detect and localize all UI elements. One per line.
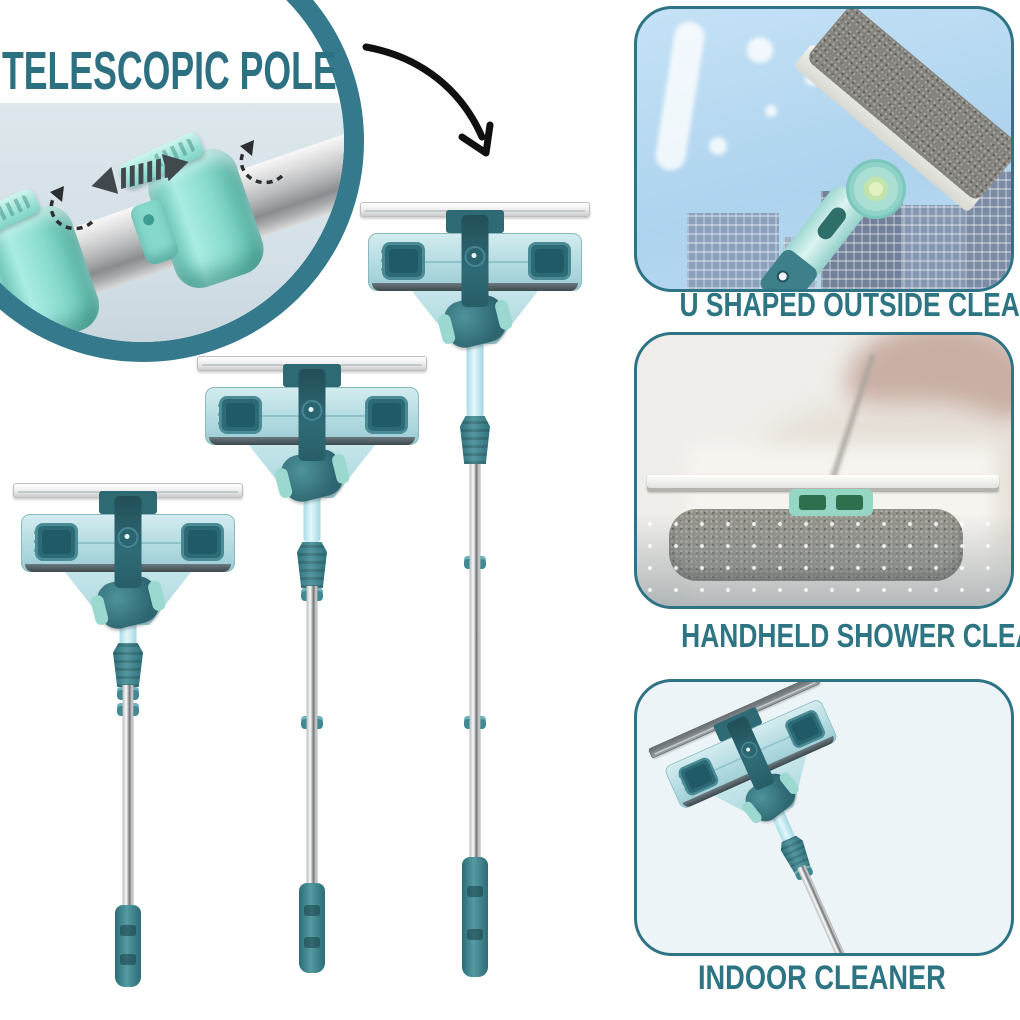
handle-tube [303,494,321,542]
rotate-dashed-arrow-icon [49,186,94,231]
pad-connector [789,489,873,516]
curved-arrow-icon [362,43,494,157]
hinge-screw [301,400,323,421]
release-button-left [35,523,78,561]
caption-outside-cleaner: U SHAPED OUTSIDE CLEANER [679,286,1020,323]
grip-cone [297,542,327,588]
indoor-mop [644,682,969,953]
hero-title: TELESCOPIC POLE [2,44,337,98]
telescopic-steel-pole [122,685,134,905]
grip-cone [460,416,490,464]
microfiber-pad [805,9,1011,203]
panel-outside-cleaner [634,6,1014,292]
telescopic-steel-pole [469,464,481,857]
telescopic-pole-inset [0,0,364,362]
building [687,213,779,289]
hero-title-text: TELESCOPIC POLE [2,41,337,101]
caption-shower-cleaner: HANDHELD SHOWER CLEANER [681,617,1020,654]
u-swivel-joint [846,159,906,219]
telescopic-steel-pole [306,586,318,883]
release-button-right [528,242,571,280]
handle-tube [466,342,484,418]
panel-shower-cleaner [634,332,1014,609]
squeegee-bar [647,475,999,492]
building [903,205,965,289]
telescopic-steel-pole [797,864,903,953]
extend-double-arrow-icon [91,154,189,194]
handle-button [814,204,850,243]
rotate-dashed-arrow-icon [239,140,284,185]
release-button-right [365,396,408,434]
soap-bubble [747,37,773,63]
panel-indoor-cleaner [634,679,1014,956]
hinge-screw [117,527,139,548]
grip-cone [113,643,143,687]
end-grip [462,857,488,977]
soap-streak [653,19,707,173]
end-grip [299,883,325,973]
caption-indoor-cleaner: INDOOR CLEANER [698,959,946,997]
release-button-left [219,396,262,434]
water-droplets-overlay [637,513,1011,606]
release-button-right [181,523,224,561]
soap-bubble [765,105,777,117]
release-button-left [382,242,425,280]
clamp-ear [0,253,17,324]
soap-bubble [709,137,727,155]
hinge-screw [464,246,486,267]
end-grip [115,905,141,987]
